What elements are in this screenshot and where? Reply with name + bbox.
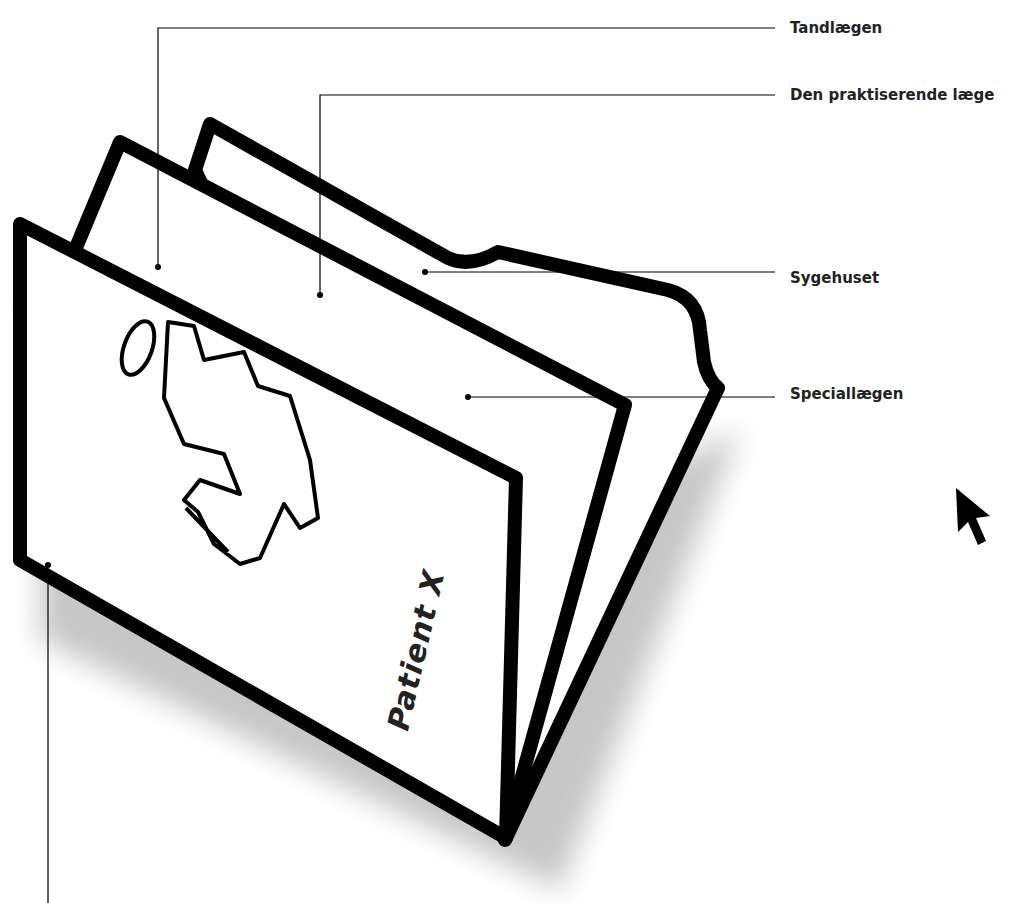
leader-dot (155, 264, 161, 270)
leader-line (158, 28, 775, 267)
leader-dot (317, 292, 323, 298)
callout-label: Den praktiserende læge (790, 86, 994, 104)
leader-line (468, 396, 775, 397)
person-icon-body (164, 322, 318, 564)
leader-line (425, 271, 775, 272)
callout-label: Tandlægen (790, 19, 882, 37)
callout-label: Sygehuset (790, 269, 879, 287)
cover-outline (18, 222, 518, 842)
leader-dot (45, 562, 51, 568)
folder-front-cover: Patient X (18, 222, 518, 842)
leader-line (47, 565, 48, 903)
cover-shape (20, 224, 516, 838)
leader-dot (465, 394, 471, 400)
leader-line (320, 95, 775, 295)
mouse-cursor (956, 488, 990, 545)
leader-dot (422, 269, 428, 275)
callout-label: Speciallægen (790, 385, 903, 403)
person-icon-head (115, 317, 160, 379)
